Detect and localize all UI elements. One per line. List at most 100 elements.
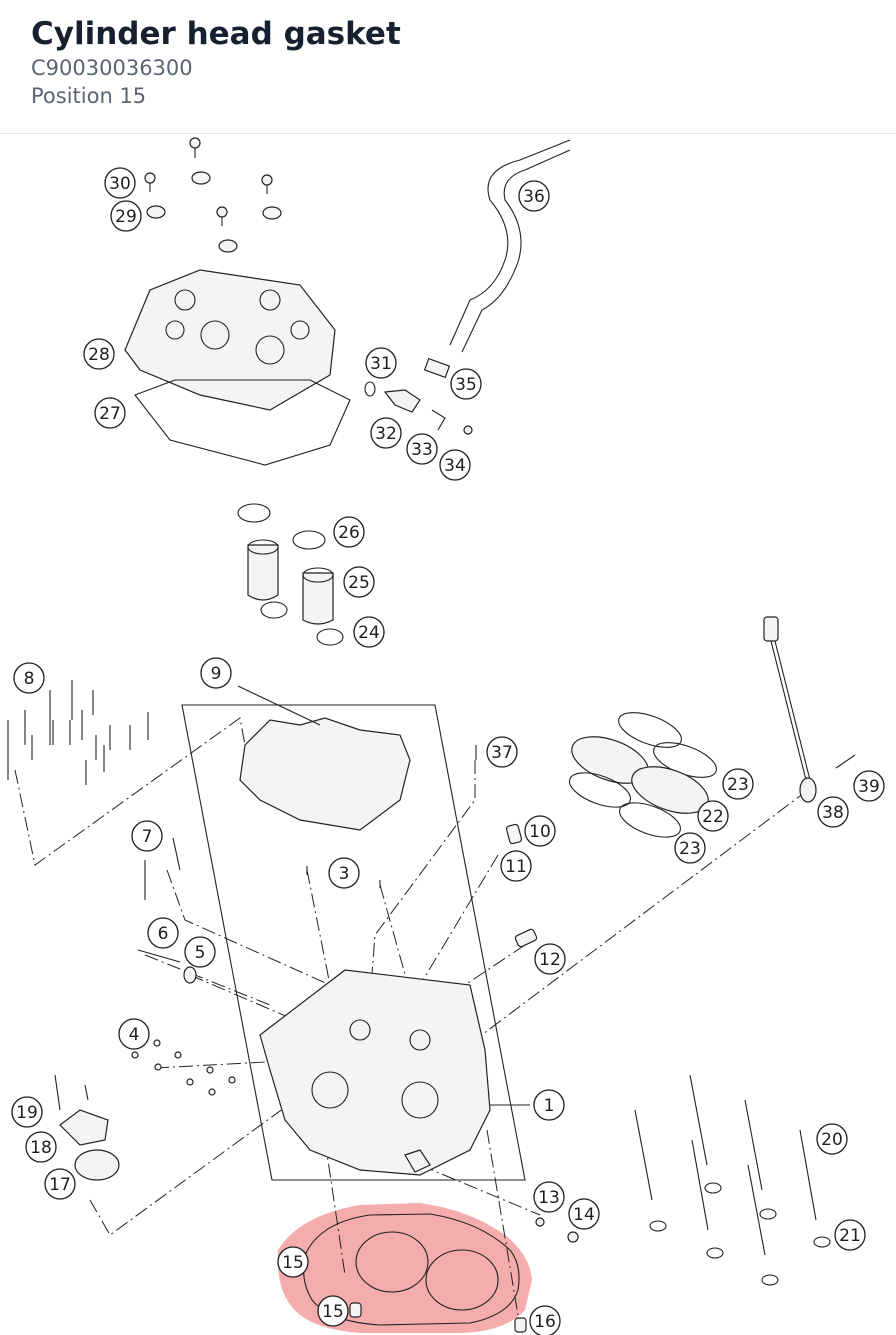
callout-26[interactable]: 26 <box>333 516 365 548</box>
callout-label: 1 <box>544 1096 555 1116</box>
callout-label: 15 <box>282 1253 304 1273</box>
head-studs <box>634 1074 831 1286</box>
callout-23[interactable]: 23 <box>722 768 754 800</box>
callout-label: 5 <box>195 943 206 963</box>
callout-label: 17 <box>49 1175 71 1195</box>
temperature-sensor <box>763 616 856 803</box>
callout-38[interactable]: 38 <box>817 796 849 828</box>
callout-label: 36 <box>523 187 545 207</box>
callout-18[interactable]: 18 <box>25 1131 57 1163</box>
callout-label: 4 <box>129 1025 140 1045</box>
callout-1[interactable]: 1 <box>533 1089 565 1121</box>
callout-35[interactable]: 35 <box>450 368 482 400</box>
callout-20[interactable]: 20 <box>816 1123 848 1155</box>
callout-7[interactable]: 7 <box>131 820 163 852</box>
callout-21[interactable]: 21 <box>834 1219 866 1251</box>
callout-3[interactable]: 3 <box>328 857 360 889</box>
callout-label: 3 <box>339 864 350 884</box>
callout-label: 39 <box>858 777 880 797</box>
callout-label: 24 <box>358 623 380 643</box>
callout-label: 32 <box>375 424 397 444</box>
callout-label: 15 <box>322 1302 344 1322</box>
callout-19[interactable]: 19 <box>11 1096 43 1128</box>
callout-label: 21 <box>839 1226 861 1246</box>
head-bolts-group <box>7 680 149 785</box>
callout-label: 9 <box>211 664 222 684</box>
part-number: C90030036300 <box>31 56 193 80</box>
callout-8[interactable]: 8 <box>13 662 45 694</box>
callout-label: 27 <box>99 404 121 424</box>
callout-16[interactable]: 16 <box>529 1305 561 1335</box>
callout-13[interactable]: 13 <box>533 1181 565 1213</box>
gasket-highlight[interactable] <box>277 1203 532 1333</box>
callout-label: 7 <box>142 827 153 847</box>
callout-label: 29 <box>115 207 137 227</box>
callout-29[interactable]: 29 <box>110 200 142 232</box>
callout-36[interactable]: 36 <box>518 180 550 212</box>
callout-11[interactable]: 11 <box>500 850 532 882</box>
callout-label: 31 <box>370 354 392 374</box>
callout-label: 23 <box>679 839 701 859</box>
callout-label: 28 <box>88 345 110 365</box>
callout-32[interactable]: 32 <box>370 417 402 449</box>
callout-label: 26 <box>338 523 360 543</box>
header: Cylinder head gasket C90030036300 Positi… <box>0 0 896 134</box>
callout-label: 35 <box>455 375 477 395</box>
callout-label: 37 <box>491 743 513 763</box>
callout-15[interactable]: 15 <box>317 1295 349 1327</box>
callout-34[interactable]: 34 <box>439 449 471 481</box>
valve-guides <box>237 503 344 646</box>
cylinder-head-gasket <box>303 1213 527 1333</box>
breather-fitting <box>364 357 473 435</box>
callout-label: 33 <box>411 440 433 460</box>
callout-label: 34 <box>444 456 466 476</box>
callout-17[interactable]: 17 <box>44 1168 76 1200</box>
callout-label: 18 <box>30 1138 52 1158</box>
callout-label: 22 <box>702 807 724 827</box>
breather-hose <box>449 139 571 353</box>
callout-24[interactable]: 24 <box>353 616 385 648</box>
thermostat <box>54 1074 120 1181</box>
valve-cover-bolts <box>144 137 282 253</box>
callout-22[interactable]: 22 <box>697 800 729 832</box>
callout-label: 38 <box>822 803 844 823</box>
callout-9[interactable]: 9 <box>200 657 232 689</box>
small-bolts <box>137 837 381 984</box>
callout-12[interactable]: 12 <box>534 943 566 975</box>
callout-30[interactable]: 30 <box>104 167 136 199</box>
cylinder-head <box>259 969 530 1176</box>
camshaft-carrier <box>239 717 411 831</box>
callout-5[interactable]: 5 <box>184 936 216 968</box>
callout-6[interactable]: 6 <box>147 917 179 949</box>
callout-4[interactable]: 4 <box>118 1018 150 1050</box>
position-label: Position 15 <box>31 84 147 108</box>
callout-label: 13 <box>538 1188 560 1208</box>
callout-14[interactable]: 14 <box>568 1198 600 1230</box>
callout-label: 12 <box>539 950 561 970</box>
plugs <box>131 1039 236 1096</box>
callout-15[interactable]: 15 <box>277 1246 309 1278</box>
callout-37[interactable]: 37 <box>486 736 518 768</box>
callout-label: 11 <box>505 857 527 877</box>
callout-label: 25 <box>348 573 370 593</box>
callout-label: 23 <box>727 775 749 795</box>
callout-25[interactable]: 25 <box>343 566 375 598</box>
callout-10[interactable]: 10 <box>524 815 556 847</box>
callout-23[interactable]: 23 <box>674 832 706 864</box>
callout-31[interactable]: 31 <box>365 347 397 379</box>
callout-label: 6 <box>158 924 169 944</box>
callout-label: 20 <box>821 1130 843 1150</box>
callout-label: 16 <box>534 1312 556 1332</box>
valve-cover <box>124 269 351 466</box>
callout-label: 8 <box>24 669 35 689</box>
page-title: Cylinder head gasket <box>31 16 401 52</box>
callout-label: 19 <box>16 1103 38 1123</box>
callout-label: 10 <box>529 822 551 842</box>
sensors <box>475 745 538 948</box>
callout-39[interactable]: 39 <box>853 770 885 802</box>
intake-boots <box>569 712 717 838</box>
callout-28[interactable]: 28 <box>83 338 115 370</box>
callout-27[interactable]: 27 <box>94 397 126 429</box>
callout-33[interactable]: 33 <box>406 433 438 465</box>
